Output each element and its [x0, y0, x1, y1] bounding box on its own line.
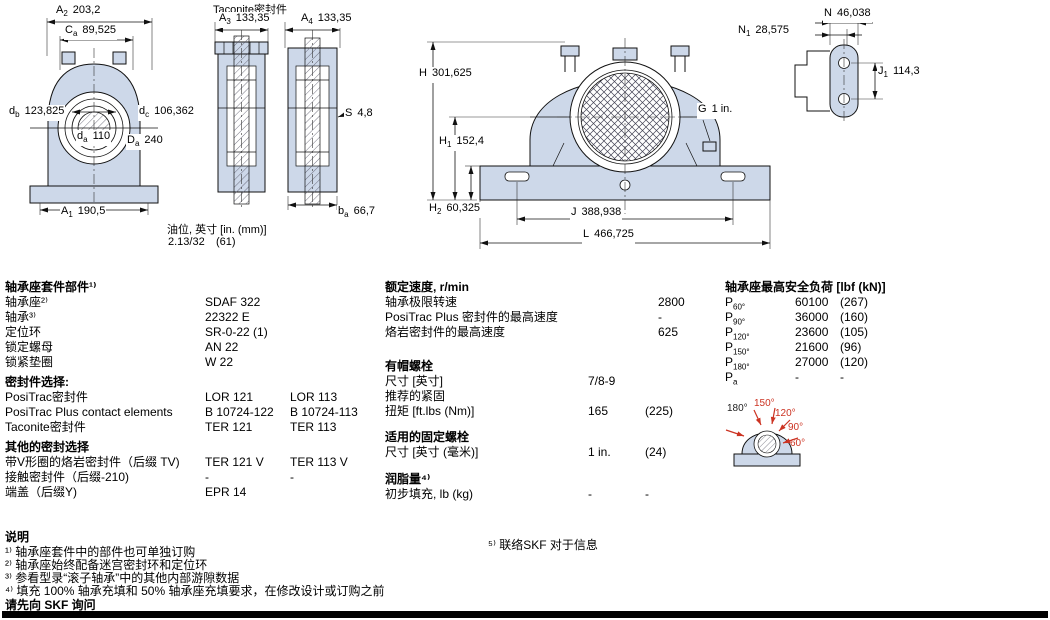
- table-row: 轴承座²⁾SDAF 322: [5, 295, 261, 309]
- grease-fitting: [702, 141, 717, 152]
- cap-bolt-title: 有帽螺栓: [385, 359, 434, 373]
- footnote-3: ³⁾ 参看型录“滚子轴承”中的其他内部游隙数据: [5, 571, 240, 585]
- angle-label-180: 180°: [727, 403, 748, 414]
- oil-level-note: 油位, 英寸 [in. (mm)]: [167, 224, 267, 236]
- front-view-drawing: [427, 38, 771, 249]
- seal-choice-title: 密封件选择:: [5, 375, 69, 389]
- standard-section: [287, 30, 338, 210]
- end-plate: [794, 39, 859, 123]
- notes-title: 说明: [5, 530, 30, 544]
- table-row: 初步填充, lb (kg)--: [385, 487, 649, 501]
- side-section-drawing: [214, 22, 359, 210]
- table-row: 推荐的紧固: [385, 389, 446, 403]
- table-row: P150°21600(96): [725, 340, 862, 357]
- housing-front: [479, 38, 771, 214]
- load-table: 轴承座最高安全负荷 [lbf (kN)] P60°60100(267) P90°…: [725, 278, 905, 393]
- angle-label-90: 90°: [788, 422, 804, 433]
- load-table-title: 轴承座最高安全负荷 [lbf (kN)]: [725, 280, 886, 294]
- mini-housing: [733, 430, 801, 467]
- oil-level-value-in: 2.13/32: [168, 236, 205, 248]
- housing-section: [29, 48, 159, 210]
- table-row: 尺寸 [英寸]7/8-9: [385, 374, 616, 388]
- table-row: P120°23600(105): [725, 325, 869, 342]
- footnotes: 说明 ¹⁾ 轴承座套件中的部件也可单独订购 ²⁾ 轴承座始终配备迷宫密封环和定位…: [5, 528, 475, 612]
- load-arrows: [725, 407, 799, 444]
- angle-label-60: 60°: [790, 438, 806, 449]
- speed-table-title: 额定速度, r/min: [385, 280, 470, 294]
- table-row: 轴承³⁾22322 E: [5, 310, 250, 324]
- footnote-1: ¹⁾ 轴承座套件中的部件也可单独订购: [5, 545, 196, 559]
- table-row: P60°60100(267): [725, 295, 869, 312]
- load-direction-diagram: [725, 407, 801, 467]
- fix-bolt-title: 适用的固定螺栓: [385, 430, 470, 444]
- footnote-4: ⁴⁾ 填充 100% 轴承充填和 50% 轴承座充填要求，在修改设计或订购之前: [5, 584, 385, 598]
- table-row: 尺寸 [英寸 (毫米)]1 in.(24): [385, 445, 667, 459]
- oil-level-value-mm: (61): [216, 236, 236, 248]
- footnote-2: ²⁾ 轴承座始终配备迷宫密封环和定位环: [5, 558, 208, 572]
- table-row: PosiTrac Plus 密封件的最高速度-: [385, 310, 662, 324]
- table-row: 扭矩 [ft.lbs (Nm)]165(225): [385, 404, 674, 418]
- table-row: Pa--: [725, 370, 844, 387]
- components-table-title: 轴承座套件部件¹⁾: [5, 280, 97, 294]
- angle-label-120: 120°: [775, 408, 796, 419]
- table-row: 端盖（后缀Y)EPR 14: [5, 485, 247, 499]
- other-seal-title: 其他的密封选择: [5, 440, 90, 454]
- table-row: P180°27000(120): [725, 355, 869, 372]
- grease-title: 润脂量⁴⁾: [385, 472, 431, 486]
- footnote-footer: 请先向 SKF 询问: [5, 598, 96, 612]
- angle-label-150: 150°: [754, 398, 775, 409]
- table-row: 接触密封件（后缀-210)--: [5, 470, 294, 484]
- taconite-section: [214, 30, 269, 210]
- dimension-lines: [851, 62, 883, 100]
- table-row: P90°36000(160): [725, 310, 869, 327]
- page-footer-bar: [2, 611, 1048, 618]
